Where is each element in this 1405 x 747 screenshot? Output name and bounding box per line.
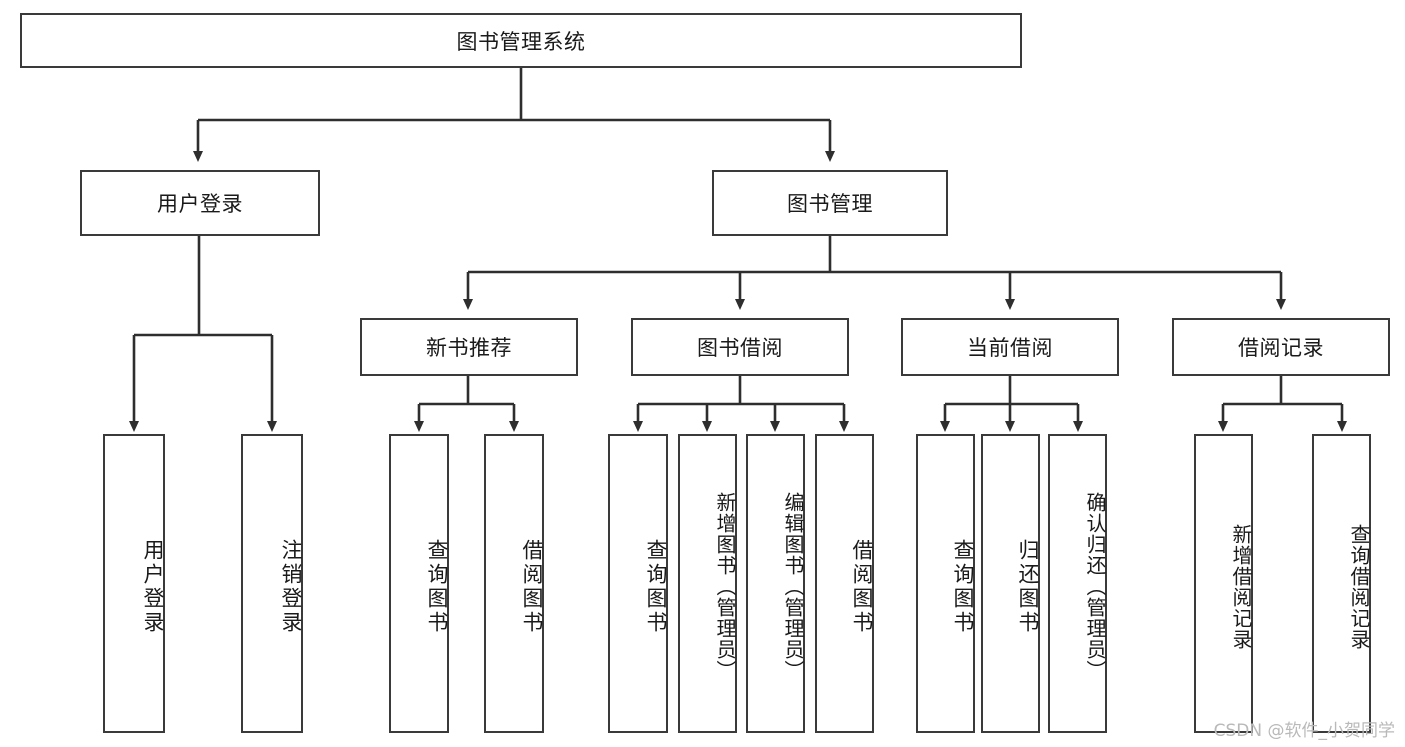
node-leaf-confirm-return[interactable]: 确认归还（管理员） <box>1048 434 1107 733</box>
connector-bookmanagement-to-level3 <box>463 236 1286 310</box>
node-label: 图书管理系统 <box>456 29 586 54</box>
node-leaf-edit-book[interactable]: 编辑图书（管理员） <box>746 434 805 733</box>
node-new-book-recommend[interactable]: 新书推荐 <box>360 318 578 376</box>
node-leaf-query-book-borrow[interactable]: 查询图书 <box>608 434 668 733</box>
node-label: 图书管理 <box>787 192 873 216</box>
connector-root-to-level2 <box>193 68 835 162</box>
node-borrow-record[interactable]: 借阅记录 <box>1172 318 1390 376</box>
node-root-book-management-system[interactable]: 图书管理系统 <box>20 13 1022 68</box>
node-label: 借阅图书 <box>520 538 544 635</box>
node-label: 新书推荐 <box>426 336 512 360</box>
node-leaf-query-borrow-record[interactable]: 查询借阅记录 <box>1312 434 1371 733</box>
csdn-watermark: CSDN @软件_小贺同学 <box>1213 721 1395 741</box>
node-label: 查询图书 <box>425 538 449 635</box>
node-book-management[interactable]: 图书管理 <box>712 170 948 236</box>
node-label: 借阅记录 <box>1238 336 1324 360</box>
node-label: 确认归还（管理员） <box>1083 492 1107 681</box>
connector-newbook-to-leaves <box>414 376 519 432</box>
node-leaf-query-book-recommend[interactable]: 查询图书 <box>389 434 449 733</box>
node-leaf-query-book-current[interactable]: 查询图书 <box>916 434 975 733</box>
node-leaf-add-book[interactable]: 新增图书（管理员） <box>678 434 737 733</box>
node-label: 图书借阅 <box>697 336 783 360</box>
node-label: 用户登录 <box>141 538 165 635</box>
node-label: 编辑图书（管理员） <box>781 492 805 681</box>
connector-userlogin-to-leaves <box>129 236 277 432</box>
node-leaf-add-borrow-record[interactable]: 新增借阅记录 <box>1194 434 1253 733</box>
node-label: 新增借阅记录 <box>1229 523 1253 650</box>
node-label: 查询借阅记录 <box>1347 523 1371 650</box>
node-label: 新增图书（管理员） <box>713 492 737 681</box>
node-user-login[interactable]: 用户登录 <box>80 170 320 236</box>
node-label: 查询图书 <box>951 538 975 635</box>
node-leaf-borrow-book-recommend[interactable]: 借阅图书 <box>484 434 544 733</box>
node-label: 归还图书 <box>1016 538 1040 635</box>
node-leaf-return-book[interactable]: 归还图书 <box>981 434 1040 733</box>
node-label: 注销登录 <box>279 538 303 635</box>
node-leaf-user-login[interactable]: 用户登录 <box>103 434 165 733</box>
node-label: 查询图书 <box>644 538 668 635</box>
node-label: 当前借阅 <box>967 336 1053 360</box>
node-label: 用户登录 <box>157 192 243 216</box>
node-current-borrow[interactable]: 当前借阅 <box>901 318 1119 376</box>
node-leaf-borrow-book-borrow[interactable]: 借阅图书 <box>815 434 874 733</box>
connector-bookborrow-to-leaves <box>633 376 849 432</box>
connector-currentborrow-to-leaves <box>940 376 1083 432</box>
node-leaf-logout-login[interactable]: 注销登录 <box>241 434 303 733</box>
connector-borrowrecord-to-leaves <box>1218 376 1347 432</box>
node-book-borrow[interactable]: 图书借阅 <box>631 318 849 376</box>
node-label: 借阅图书 <box>850 538 874 635</box>
